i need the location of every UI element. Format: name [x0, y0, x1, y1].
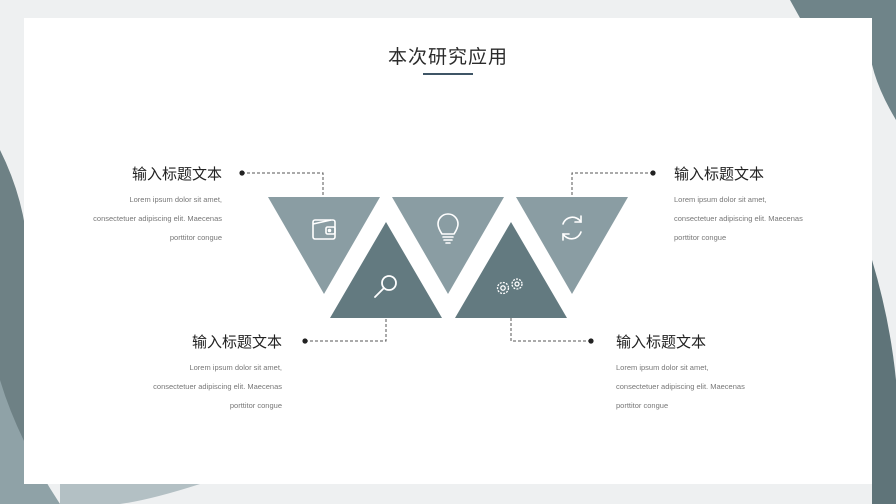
item-text-line: consectetuer adipiscing elit. Maecenas [153, 382, 282, 391]
item-block-bottom-left: 输入标题文本 Lorem ipsum dolor sit amet, conse… [153, 331, 282, 415]
item-text-line: Lorem ipsum dolor sit amet, [189, 363, 282, 372]
refresh-icon [562, 215, 582, 241]
item-text-line: porttitor congue [229, 401, 282, 410]
connector-top-left [242, 172, 324, 196]
connector-top-right [571, 172, 653, 196]
item-heading: 输入标题文本 [616, 333, 707, 351]
item-block-top-right: 输入标题文本 Lorem ipsum dolor sit amet, conse… [674, 163, 803, 247]
gears-icon [496, 278, 523, 295]
item-heading: 输入标题文本 [191, 333, 282, 351]
item-heading: 输入标题文本 [131, 165, 222, 183]
item-text-line: Lorem ipsum dolor sit amet, [616, 363, 709, 372]
item-block-top-left: 输入标题文本 Lorem ipsum dolor sit amet, conse… [93, 163, 222, 247]
connector-dot-bottom-right [588, 338, 594, 344]
bg-shape-top-right [790, 0, 896, 120]
item-block-bottom-right: 输入标题文本 Lorem ipsum dolor sit amet, conse… [616, 331, 745, 415]
magnifier-icon [374, 275, 397, 298]
item-text-line: Lorem ipsum dolor sit amet, [129, 195, 222, 204]
bg-shape-right [872, 260, 896, 504]
item-text-line: porttitor congue [616, 401, 669, 410]
item-text: Lorem ipsum dolor sit amet, consectetuer… [674, 190, 803, 247]
item-text-line: consectetuer adipiscing elit. Maecenas [674, 214, 803, 223]
bg-shape-left-light [0, 380, 60, 504]
item-text-line: consectetuer adipiscing elit. Maecenas [616, 382, 745, 391]
item-text-line: Lorem ipsum dolor sit amet, [674, 195, 767, 204]
lightbulb-icon [437, 213, 459, 244]
triangle-up-right [455, 222, 567, 318]
slide-title: 本次研究应用 [387, 46, 508, 68]
triangle-down-center [392, 197, 504, 294]
wallet-icon [312, 219, 336, 240]
triangle-down-right [516, 197, 628, 294]
connector-bottom-right [510, 318, 591, 342]
connector-dot-top-left [239, 170, 245, 176]
item-text: Lorem ipsum dolor sit amet, consectetuer… [153, 358, 282, 415]
connector-dot-bottom-left [302, 338, 308, 344]
item-text-line: consectetuer adipiscing elit. Maecenas [93, 214, 222, 223]
title-underline [423, 73, 473, 75]
bg-shape-bottom [60, 484, 200, 504]
triangle-down-left [268, 197, 380, 294]
item-text: Lorem ipsum dolor sit amet, consectetuer… [93, 190, 222, 247]
connector-bottom-left [305, 318, 387, 342]
item-heading: 输入标题文本 [674, 165, 765, 183]
item-text-line: porttitor congue [674, 233, 727, 242]
triangle-up-left [330, 222, 442, 318]
item-text: Lorem ipsum dolor sit amet, consectetuer… [616, 358, 745, 415]
connector-dot-top-right [650, 170, 656, 176]
item-text-line: porttitor congue [169, 233, 222, 242]
